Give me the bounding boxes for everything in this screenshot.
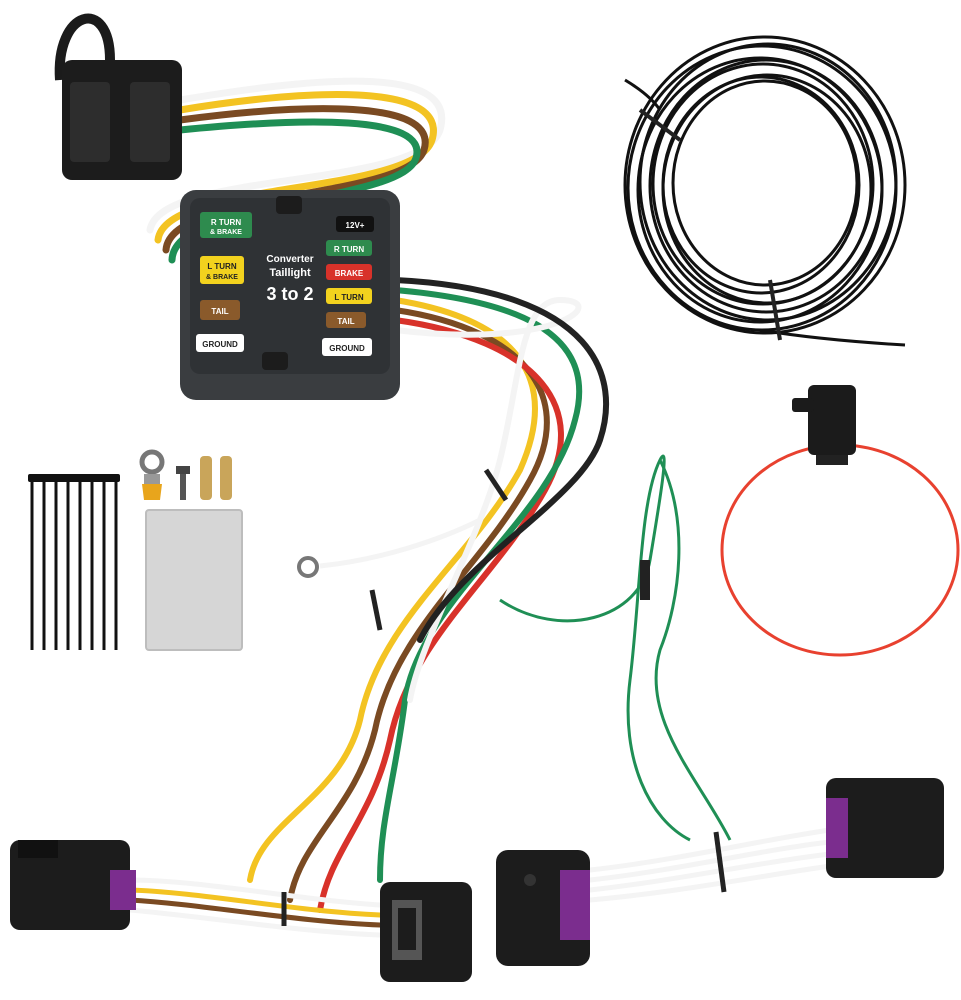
converter-right-labels: 12V+ R TURN BRAKE L TURN TAIL GROUND — [322, 216, 374, 356]
converter-title-line3: Converter — [266, 254, 313, 265]
green-wire-splice — [640, 560, 650, 600]
butt-connectors — [200, 456, 232, 500]
right-label-tail: TAIL — [337, 317, 354, 326]
taillight-converter-module: R TURN & BRAKE L TURN & BRAKE TAIL GROUN… — [180, 190, 400, 400]
fuse-holder-cap — [792, 398, 814, 412]
main-harness-wires — [247, 277, 609, 913]
right-label-ground: GROUND — [329, 344, 365, 353]
fuse-holder-body — [808, 385, 856, 455]
fuse-red-wire-loop — [720, 443, 960, 657]
converter-title-line2: Taillight — [269, 267, 311, 279]
converter-left-labels: R TURN & BRAKE L TURN & BRAKE TAIL GROUN… — [196, 212, 252, 352]
right-tail-harness — [587, 827, 833, 903]
left-label-ground: GROUND — [202, 340, 238, 349]
harness-zip-ties — [369, 468, 509, 631]
left-vehicle-connector — [10, 840, 136, 930]
left-vehicle-plug — [380, 882, 472, 982]
coil-zip-ties — [638, 108, 782, 341]
right-vehicle-connector — [496, 850, 590, 966]
inline-fuse-holder — [720, 385, 960, 657]
adhesive-pad — [145, 509, 243, 651]
left-label-l-turn: L TURN — [207, 262, 236, 271]
converter-title-line1: 3 to 2 — [266, 284, 313, 304]
ring-terminal — [139, 449, 165, 500]
left-tail-harness — [127, 877, 383, 938]
right-label-r-turn: R TURN — [334, 245, 364, 254]
harness-ground-wire — [297, 517, 482, 578]
four-flat-dust-cap-loop — [54, 13, 115, 81]
tail-harness-zip-ties — [281, 831, 727, 926]
right-vehicle-plug — [826, 778, 944, 878]
right-label-12v: 12V+ — [346, 221, 365, 230]
converter-title: Converter Taillight 3 to 2 — [266, 254, 313, 304]
left-label-l-turn-sub: & BRAKE — [206, 274, 238, 281]
zip-tie-heads — [28, 474, 120, 482]
left-label-r-turn-sub: & BRAKE — [210, 229, 242, 236]
right-label-l-turn: L TURN — [334, 293, 363, 302]
mounting-screw — [176, 466, 190, 500]
left-label-r-turn: R TURN — [211, 218, 241, 227]
green-bypass-wire — [499, 454, 732, 842]
right-label-brake: BRAKE — [335, 269, 364, 278]
left-label-tail: TAIL — [211, 307, 228, 316]
coiled-power-wire — [623, 35, 907, 347]
zip-ties — [30, 478, 118, 650]
four-flat-connector — [54, 13, 182, 180]
